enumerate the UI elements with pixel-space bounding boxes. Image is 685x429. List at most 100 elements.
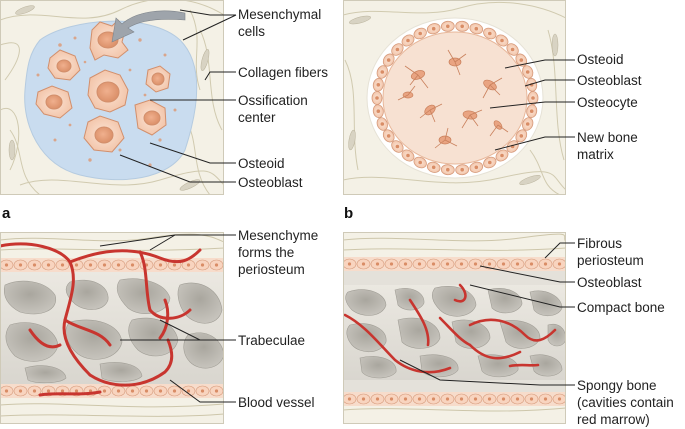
cell-nucleus (102, 389, 107, 393)
label-cavities-contain: (cavities contain (577, 395, 674, 410)
label-mesenchyme: Mesenchyme (238, 228, 318, 243)
cell-nucleus (116, 263, 121, 267)
label-trabeculae: Trabeculae (238, 333, 305, 348)
label-collagen-fibers: Collagen fibers (238, 65, 328, 80)
label-osteoblast-b: Osteoblast (577, 73, 642, 88)
label-ossification: Ossification (238, 93, 308, 108)
cell-nucleus (473, 262, 478, 266)
label-osteoblast-c: Osteoblast (577, 275, 642, 290)
cell-nucleus (46, 263, 51, 267)
label-center: center (238, 110, 276, 125)
cell-nucleus (130, 389, 135, 393)
cell-nucleus (488, 31, 492, 36)
cell-nucleus (214, 389, 219, 393)
cell-nucleus (4, 263, 9, 267)
label-blood-vessel: Blood vessel (238, 395, 315, 410)
cell-nucleus (389, 397, 394, 401)
cell-nucleus (389, 262, 394, 266)
cell-nucleus (186, 263, 191, 267)
label-periosteum-b: periosteum (577, 253, 644, 268)
cell-nucleus (445, 262, 450, 266)
cell-nucleus (158, 389, 163, 393)
panel-a-bottom-illustration (0, 232, 224, 424)
cell-nucleus (361, 262, 366, 266)
cell-nucleus (431, 262, 436, 266)
cell-nucleus (347, 397, 352, 401)
cell-nucleus (500, 38, 504, 43)
cell-nucleus (431, 397, 436, 401)
cell-nucleus (200, 263, 205, 267)
label-mesenchymal: Mesenchymal (238, 7, 321, 22)
cell-nucleus (376, 83, 381, 87)
cell-nucleus (557, 397, 562, 401)
cell-nucleus (459, 262, 464, 266)
cell-nucleus (418, 31, 423, 36)
label-cells: cells (238, 24, 265, 39)
cell-nucleus (418, 160, 423, 165)
label-osteoid-b: Osteoid (577, 52, 624, 67)
label-compact-bone: Compact bone (577, 300, 665, 315)
cell-nucleus (380, 70, 385, 74)
cell-nucleus (32, 389, 37, 393)
cell-nucleus (487, 262, 492, 266)
cell-nucleus (460, 24, 465, 29)
cell-nucleus (386, 134, 391, 138)
cell-nucleus (376, 109, 381, 113)
cell-nucleus (88, 263, 93, 267)
cell-nucleus (459, 397, 464, 401)
cell-nucleus (529, 397, 534, 401)
cell-nucleus (395, 144, 400, 149)
cell-nucleus (529, 262, 534, 266)
label-spongy-bone: Spongy bone (577, 378, 657, 393)
cell-nucleus (446, 24, 450, 29)
label-red-marrow: red marrow) (577, 412, 650, 427)
panel-letter-a: a (2, 205, 11, 222)
label-osteocyte: Osteocyte (577, 95, 638, 110)
cell-nucleus (74, 263, 79, 267)
cell-nucleus (515, 397, 520, 401)
panel-a-top-illustration (0, 0, 224, 195)
cell-nucleus (214, 263, 219, 267)
cell-nucleus (46, 389, 51, 393)
cell-nucleus (18, 389, 23, 393)
cell-nucleus (543, 262, 548, 266)
label-fibrous: Fibrous (577, 236, 622, 251)
cell-nucleus (375, 262, 380, 266)
cell-nucleus (172, 263, 177, 267)
cell-nucleus (144, 389, 149, 393)
cell-nucleus (510, 47, 515, 52)
cell-nucleus (361, 397, 366, 401)
panel-letter-b: b (344, 205, 353, 222)
differentiation-arrow (111, 10, 186, 43)
cell-nucleus (130, 263, 135, 267)
cell-nucleus (158, 263, 163, 267)
cell-nucleus (32, 263, 37, 267)
cell-nucleus (431, 165, 436, 170)
cell-nucleus (186, 389, 191, 393)
cell-nucleus (347, 262, 352, 266)
cell-nucleus (102, 263, 107, 267)
cell-nucleus (431, 26, 436, 31)
cell-nucleus (519, 134, 524, 138)
cell-nucleus (60, 389, 65, 393)
cell-nucleus (116, 389, 121, 393)
cell-nucleus (386, 58, 391, 62)
cell-nucleus (403, 262, 408, 266)
cell-nucleus (487, 397, 492, 401)
cell-nucleus (60, 263, 65, 267)
cell-nucleus (375, 96, 379, 100)
cell-nucleus (200, 389, 205, 393)
cell-nucleus (403, 397, 408, 401)
cell-nucleus (74, 389, 79, 393)
cell-nucleus (395, 47, 400, 52)
cell-nucleus (474, 26, 479, 31)
label-osteoblast-a: Osteoblast (238, 175, 303, 190)
cell-nucleus (531, 96, 535, 100)
panel-a-top-labels: Mesenchymal cells Collagen fibers Ossifi… (238, 7, 328, 190)
cell-nucleus (543, 397, 548, 401)
cell-nucleus (446, 167, 450, 172)
cell-nucleus (460, 167, 465, 172)
cell-nucleus (4, 389, 9, 393)
cell-nucleus (501, 397, 506, 401)
